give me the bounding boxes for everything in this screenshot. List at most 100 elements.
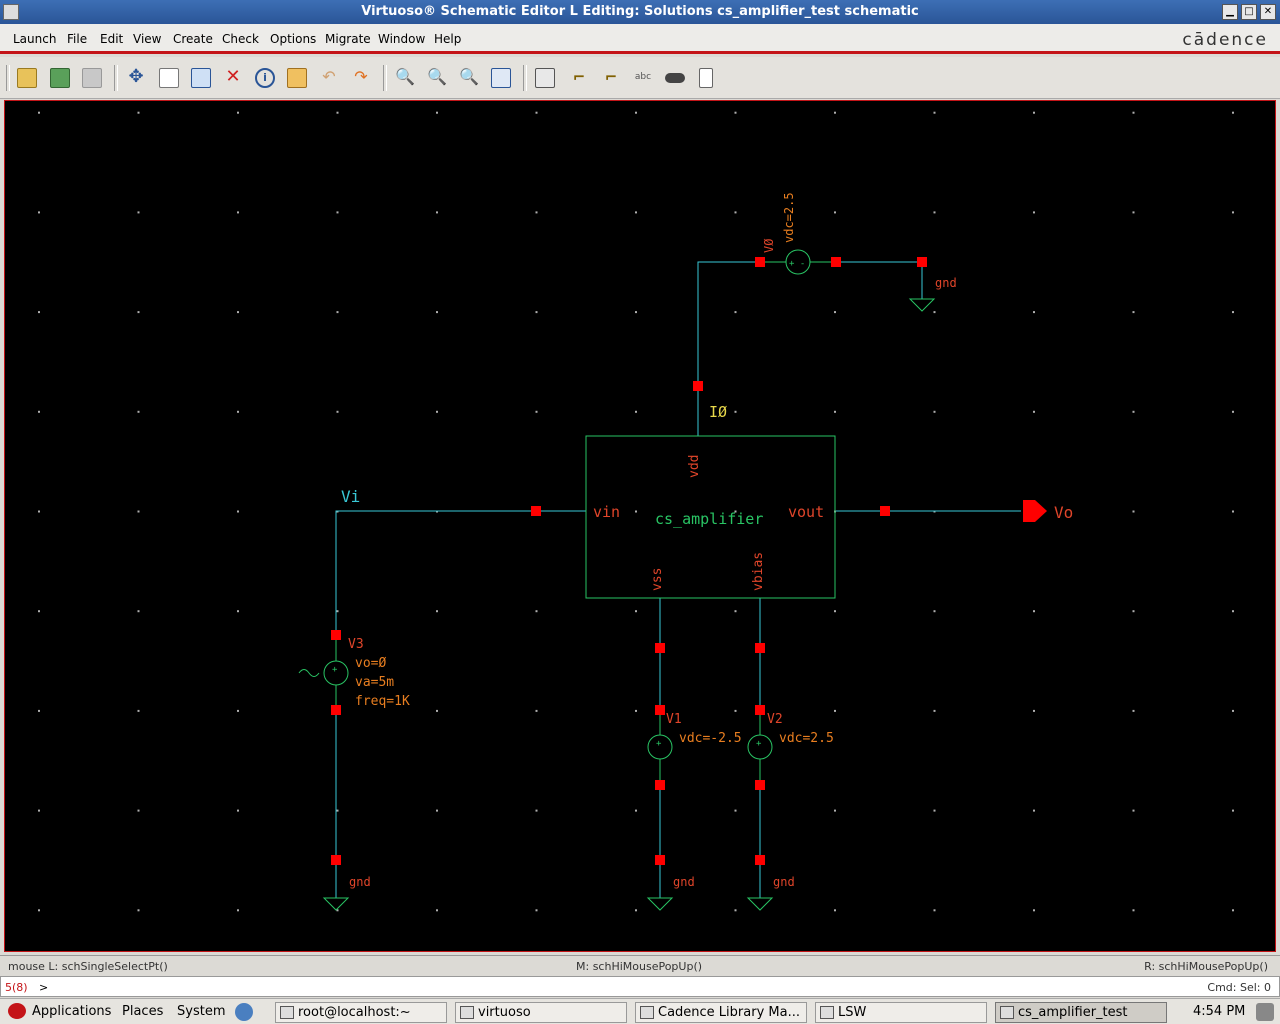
output-pin-vo[interactable] — [1023, 500, 1047, 522]
ac-symbol-icon — [298, 669, 320, 677]
minimize-button[interactable]: ▁ — [1222, 4, 1238, 20]
open-icon[interactable] — [17, 68, 37, 88]
system-menu[interactable]: System — [177, 1004, 226, 1019]
cs-amplifier-symbol[interactable] — [585, 435, 836, 599]
wire-vdd — [697, 261, 760, 436]
move-icon[interactable]: ✥ — [128, 66, 144, 87]
maximize-button[interactable]: □ — [1241, 4, 1257, 20]
task-library-manager[interactable]: Cadence Library Ma... — [635, 1002, 807, 1023]
copy-icon[interactable] — [159, 68, 179, 88]
menu-file[interactable]: File — [67, 32, 88, 46]
wire-narrow-icon[interactable]: ⌐ — [604, 68, 618, 86]
v3-param-vo: vo=Ø — [355, 656, 386, 671]
add-instance-icon[interactable] — [535, 68, 555, 88]
v0-name: VØ — [762, 238, 776, 253]
app-icon[interactable] — [3, 4, 19, 20]
zoom-out-icon[interactable]: 🔍 — [427, 67, 447, 86]
window-titlebar[interactable]: Virtuoso® Schematic Editor L Editing: So… — [0, 0, 1280, 24]
v2-name: V2 — [767, 712, 783, 727]
pin-label-vbias: vbias — [751, 552, 766, 591]
zoom-box-icon[interactable] — [491, 68, 511, 88]
schematic-drawing[interactable]: cs_amplifier vin vout vdd vss vbias IØ V… — [5, 101, 1276, 952]
pin-icon[interactable] — [665, 73, 685, 83]
properties-icon[interactable]: i — [255, 68, 275, 88]
gnd-label-v2: gnd — [773, 875, 795, 889]
svg-text:+: + — [656, 739, 662, 749]
menu-launch[interactable]: Launch — [13, 32, 57, 46]
stretch-icon[interactable] — [191, 68, 211, 88]
wires[interactable] — [335, 261, 1021, 898]
zoom-in-icon[interactable]: 🔍 — [459, 67, 479, 86]
delete-icon[interactable]: ✕ — [225, 66, 241, 87]
task-lsw[interactable]: LSW — [815, 1002, 987, 1023]
status-bar: mouse L: schSingleSelectPt() M: schHiMou… — [0, 955, 1280, 975]
redhat-icon[interactable] — [8, 1003, 26, 1019]
menu-check[interactable]: Check — [222, 32, 259, 46]
gnd-symbol-v0 — [908, 298, 936, 312]
wire-icon[interactable]: ⌐ — [572, 68, 586, 86]
network-icon[interactable] — [235, 1003, 253, 1021]
gnd-symbols[interactable] — [322, 298, 936, 911]
taskbar: Applications Places System root@localhos… — [0, 998, 1280, 1024]
menu-view[interactable]: View — [133, 32, 162, 46]
menu-bar: Launch File Edit View Create Check Optio… — [0, 24, 1280, 54]
places-menu[interactable]: Places — [122, 1004, 164, 1019]
v3-param-va: va=5m — [355, 675, 394, 690]
pin-label-vss: vss — [650, 568, 665, 591]
v1-name: V1 — [666, 712, 682, 727]
redo-icon[interactable]: ↷ — [354, 67, 368, 86]
block-name: cs_amplifier — [655, 510, 763, 528]
svg-text:+: + — [756, 739, 762, 749]
task-virtuoso[interactable]: virtuoso — [455, 1002, 627, 1023]
task-cs-amplifier-test[interactable]: cs_amplifier_test — [995, 1002, 1167, 1023]
menu-help[interactable]: Help — [434, 32, 462, 46]
undo-icon[interactable]: ↶ — [322, 67, 336, 86]
toolbar: ✥ ✕ i ↶ ↷ 🔍 🔍 🔍 ⌐ ⌐ abc — [0, 57, 1280, 99]
menu-window[interactable]: Window — [378, 32, 426, 46]
status-mouse-middle: M: schHiMousePopUp() — [576, 960, 703, 973]
wire-name-icon[interactable]: abc — [634, 72, 652, 82]
zoom-fit-icon[interactable]: 🔍 — [395, 67, 415, 86]
menu-edit[interactable]: Edit — [100, 32, 124, 46]
v3-name: V3 — [348, 637, 364, 652]
v0-param: vdc=2.5 — [782, 192, 796, 243]
status-mouse-right: R: schHiMousePopUp() — [1144, 960, 1268, 973]
cadence-logo: cādence — [1182, 30, 1268, 50]
save-icon[interactable] — [82, 68, 102, 88]
gnd-label-v3: gnd — [349, 875, 371, 889]
command-line[interactable]: 5(8) > Cmd: Sel: 0 — [0, 976, 1280, 997]
pin-label-vin: vin — [593, 503, 620, 521]
svg-text:+: + — [332, 665, 338, 675]
cmd-prompt[interactable]: > — [39, 981, 49, 994]
window-title: Virtuoso® Schematic Editor L Editing: So… — [361, 4, 919, 19]
library-icon — [640, 1006, 654, 1019]
schematic-canvas[interactable]: cs_amplifier vin vout vdd vss vbias IØ V… — [4, 100, 1276, 952]
hierarchy-icon[interactable] — [287, 68, 307, 88]
menu-migrate[interactable]: Migrate — [325, 32, 371, 46]
v2-param: vdc=2.5 — [779, 731, 834, 746]
gnd-label-v0: gnd — [935, 276, 957, 290]
menu-options[interactable]: Options — [270, 32, 317, 46]
gnd-symbol-v2 — [746, 897, 774, 911]
terminal-icon — [280, 1006, 294, 1019]
v3-param-freq: freq=1K — [355, 694, 410, 709]
applications-menu[interactable]: Applications — [32, 1004, 112, 1019]
cmd-selection: Cmd: Sel: 0 — [1207, 981, 1271, 994]
status-mouse-left: mouse L: schSingleSelectPt() — [8, 960, 168, 973]
gnd-symbol-v3 — [322, 897, 350, 911]
close-button[interactable]: ✕ — [1260, 4, 1276, 20]
clock: 4:54 PM — [1193, 1004, 1246, 1019]
pin-label-vout: vout — [788, 503, 824, 521]
lsw-icon — [820, 1006, 834, 1019]
menu-create[interactable]: Create — [173, 32, 213, 46]
task-terminal[interactable]: root@localhost:~ — [275, 1002, 447, 1023]
net-label-vi: Vi — [341, 487, 360, 506]
wire-vin — [335, 510, 586, 635]
pin-markers[interactable] — [331, 257, 927, 865]
note-icon[interactable] — [699, 68, 713, 88]
volume-icon[interactable] — [1256, 1003, 1274, 1021]
grid-dots — [5, 101, 1275, 951]
save-check-icon[interactable] — [50, 68, 70, 88]
svg-text:+ -: + - — [789, 259, 805, 269]
schematic-icon — [1000, 1006, 1014, 1019]
